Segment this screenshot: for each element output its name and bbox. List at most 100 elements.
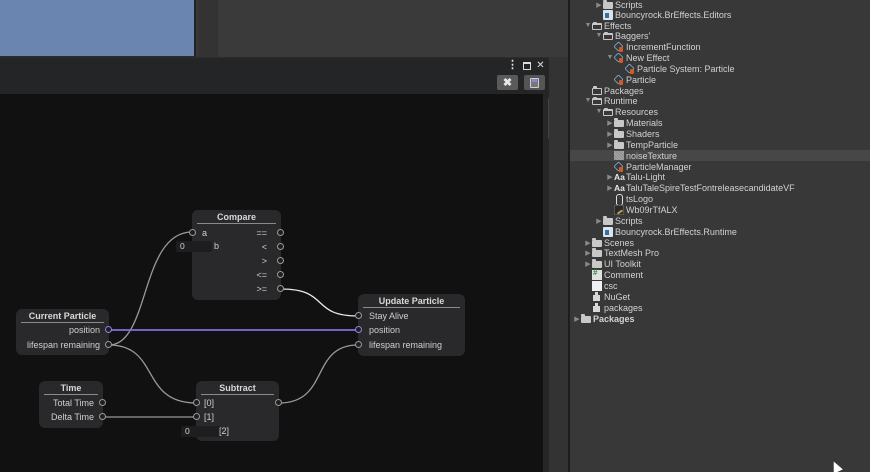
tree-item[interactable]: Comment [570, 268, 870, 280]
csharp-script-icon [592, 268, 602, 280]
tree-item[interactable]: IncrementFunction [570, 41, 870, 52]
expand-right-icon[interactable]: ▶ [585, 249, 591, 257]
tree-item[interactable]: ▶ Scenes [570, 237, 870, 248]
expand-right-icon[interactable]: ▶ [574, 315, 580, 323]
expand-right-icon[interactable]: ▶ [607, 173, 613, 181]
output-port-delta-time[interactable] [99, 413, 106, 420]
expand-right-icon[interactable]: ▶ [585, 239, 591, 247]
output-port-eq[interactable] [277, 229, 284, 236]
maximize-icon[interactable] [522, 61, 531, 70]
output-port-lifespan[interactable] [105, 341, 112, 348]
expand-right-icon[interactable]: ▶ [596, 1, 602, 9]
tree-item[interactable]: ▶TempParticle [570, 139, 870, 150]
node-compare[interactable]: Compare a 0 b == < > <= >= [176, 210, 284, 300]
port-label: position [68, 325, 100, 335]
tree-item[interactable]: csc [570, 280, 870, 291]
tree-item-label: noiseTexture [626, 150, 678, 161]
input2-value-field[interactable]: 0 [181, 426, 221, 437]
input-port-1[interactable] [193, 413, 200, 420]
folder-icon [592, 258, 602, 268]
tree-item[interactable]: Bouncyrock.BrEffects.Runtime [570, 226, 870, 237]
node-update-particle[interactable]: Update Particle Stay Alive position life… [355, 294, 465, 356]
tree-item-label: csc [604, 280, 618, 291]
expand-down-icon[interactable]: ▼ [584, 22, 592, 29]
output-port-total-time[interactable] [99, 399, 106, 406]
tree-item[interactable]: ▶ Shaders [570, 128, 870, 139]
prefab-icon [614, 162, 624, 172]
expand-right-icon[interactable]: ▶ [607, 130, 613, 138]
tree-item[interactable]: ▼ Resources [570, 106, 870, 117]
port-label: <= [256, 270, 267, 280]
expand-down-icon[interactable]: ▼ [595, 108, 603, 115]
panel-splitter[interactable] [549, 57, 568, 472]
expand-down-icon[interactable]: ▼ [584, 97, 592, 104]
input-port-stay-alive[interactable] [355, 312, 362, 319]
input-port-lifespan[interactable] [355, 341, 362, 348]
tree-item[interactable]: tsLogo [570, 193, 870, 206]
output-port-position[interactable] [105, 326, 112, 333]
port-label: lifespan remaining [369, 340, 443, 350]
expand-down-icon[interactable]: ▼ [595, 32, 603, 39]
b-value-field[interactable]: 0 [176, 241, 212, 252]
tree-item-label: Runtime [604, 95, 638, 106]
expand-down-icon[interactable]: ▼ [606, 54, 614, 61]
texture-icon [614, 151, 624, 160]
input-port-a[interactable] [189, 229, 196, 236]
expand-right-icon[interactable]: ▶ [607, 119, 613, 127]
tree-item[interactable]: ParticleManager [570, 161, 870, 172]
node-time[interactable]: Time Total Time Delta Time [39, 381, 106, 428]
output-port-le[interactable] [277, 271, 284, 278]
input-port-position[interactable] [355, 326, 362, 333]
folder-icon [592, 247, 602, 257]
tree-item[interactable]: packages [570, 302, 870, 313]
output-port-ge[interactable] [277, 285, 284, 292]
tree-item[interactable]: noiseTexture [570, 150, 870, 161]
tree-item[interactable]: Particle System: Particle [570, 63, 870, 74]
folder-icon [614, 117, 624, 127]
expand-right-icon[interactable]: ▶ [585, 260, 591, 268]
tree-item-label: TextMesh Pro [604, 247, 660, 258]
expand-right-icon[interactable]: ▶ [607, 184, 613, 192]
output-port-gt[interactable] [277, 257, 284, 264]
empty-panel-area [218, 0, 568, 57]
input-port-0[interactable] [193, 399, 200, 406]
output-port-result[interactable] [275, 399, 282, 406]
graph-scrollbar[interactable] [548, 98, 549, 138]
tree-item[interactable]: Packages [570, 85, 870, 96]
tree-item-label: Resources [615, 106, 659, 117]
tree-item[interactable]: ▶ TextMesh Pro [570, 247, 870, 258]
save-graph-button[interactable] [524, 75, 545, 90]
expand-right-icon[interactable]: ▶ [596, 217, 602, 225]
tree-item[interactable]: Wb09rTfALX [570, 204, 870, 215]
tree-item-label: Shaders [626, 128, 660, 139]
x-icon: ✖ [502, 77, 513, 89]
tree-item[interactable]: ▼ Runtime [570, 95, 870, 106]
tree-item[interactable]: ▶Materials [570, 117, 870, 128]
folder-outline-icon [592, 85, 602, 95]
tree-item-label: Scenes [604, 237, 635, 248]
tree-item[interactable]: Particle [570, 74, 870, 85]
expand-right-icon[interactable]: ▶ [607, 141, 613, 149]
assembly-definition-icon [603, 9, 613, 20]
folder-icon [614, 128, 624, 138]
port-label: [0] [204, 398, 215, 408]
tree-item[interactable]: NuGet [570, 291, 870, 302]
tree-item[interactable]: ▼New Effect [570, 52, 870, 63]
tree-item[interactable]: ▶Scripts [570, 0, 870, 10]
kebab-menu-icon[interactable]: ⋮ [507, 59, 518, 71]
tree-item[interactable]: ▶UI Toolkit [570, 258, 870, 269]
tree-item[interactable]: Bouncyrock.BrEffects.Editors [570, 9, 870, 20]
port-label: [2] [219, 426, 230, 436]
node-current-particle[interactable]: Current Particle position lifespan remai… [16, 309, 112, 355]
tree-item[interactable]: ▶Packages [570, 313, 870, 324]
tree-item[interactable]: ▼Effects [570, 20, 870, 31]
close-window-icon[interactable]: ✕ [536, 60, 545, 71]
node-subtract[interactable]: Subtract [0] [1] 0 [2] [181, 381, 282, 441]
tree-item[interactable]: ▼Baggers' [570, 30, 870, 41]
output-port-lt[interactable] [277, 243, 284, 250]
clear-graph-button[interactable]: ✖ [497, 75, 518, 90]
tree-item[interactable]: ▶Scripts [570, 215, 870, 226]
